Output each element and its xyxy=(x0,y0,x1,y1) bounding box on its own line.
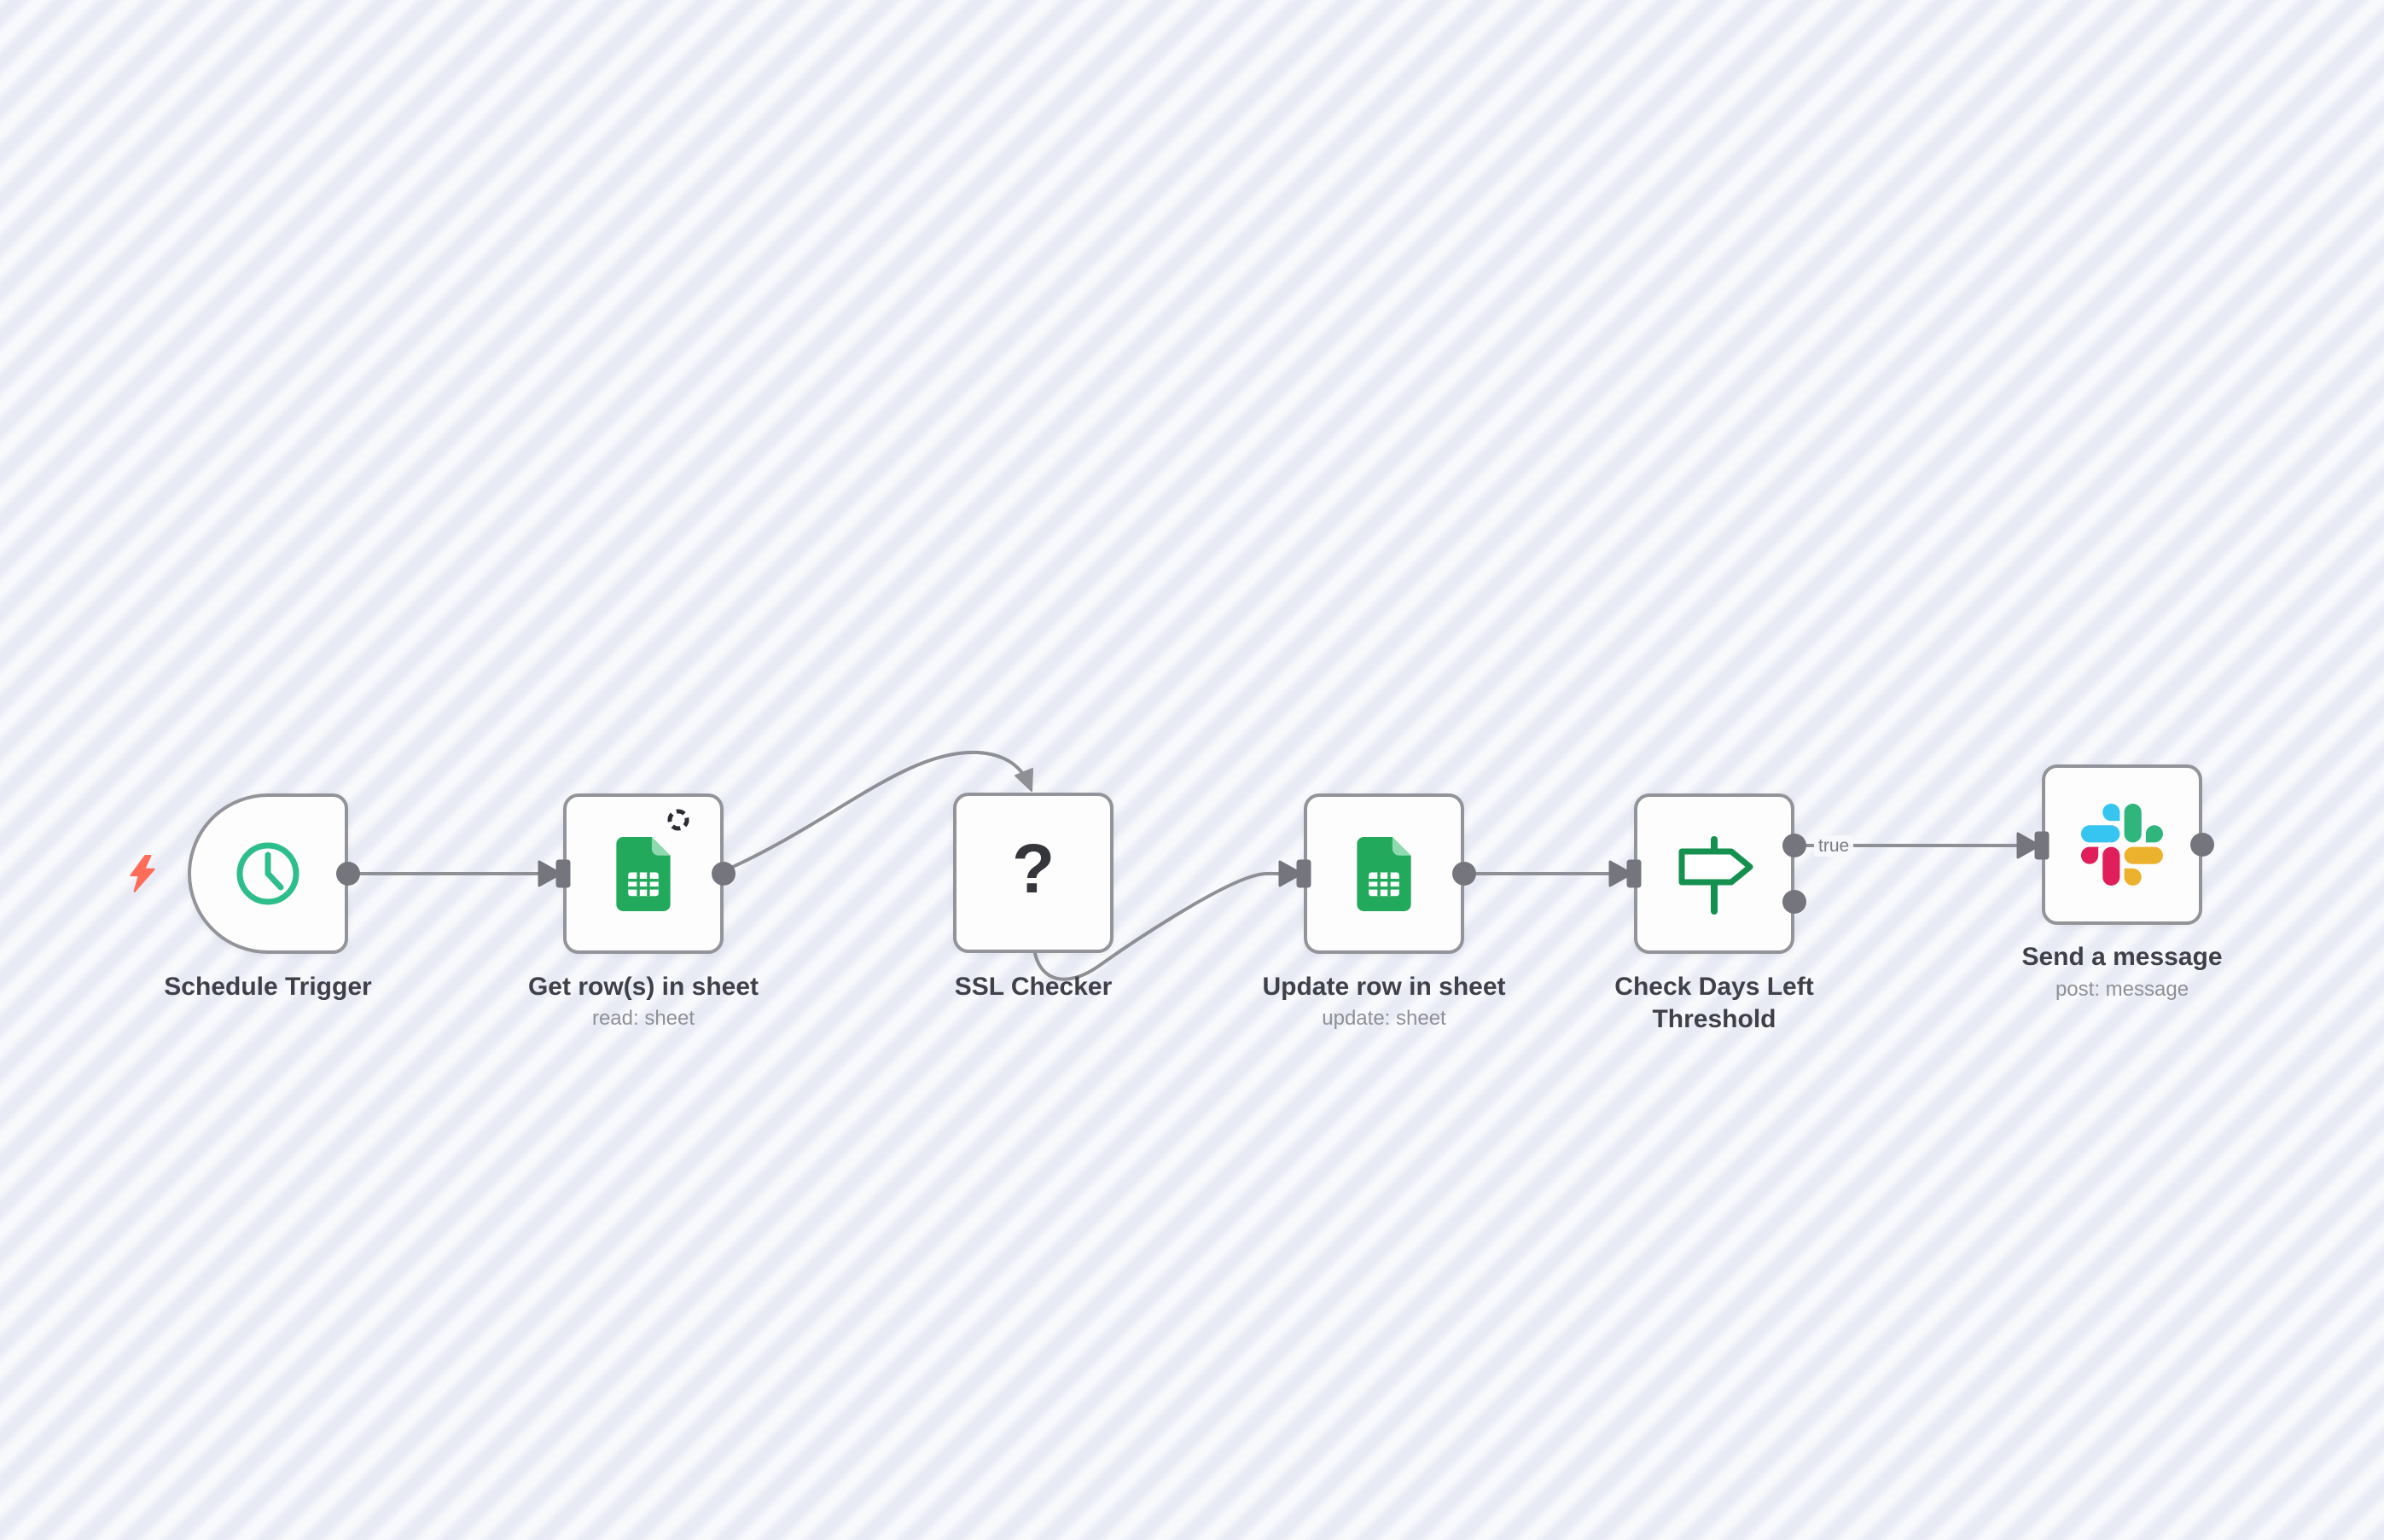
output-port-update-row[interactable] xyxy=(1452,862,1476,886)
google-sheets-icon xyxy=(1357,836,1411,911)
input-port-get-rows[interactable] xyxy=(538,859,571,888)
input-port-send-a-message[interactable] xyxy=(2016,831,2050,860)
node-subtitle-update-row: update: sheet xyxy=(1322,1007,1446,1030)
input-port-check-days[interactable] xyxy=(1608,859,1642,888)
output-port-schedule-trigger[interactable] xyxy=(336,862,360,886)
node-label-check-days: Check Days Left Threshold xyxy=(1614,973,1814,1033)
output-port-check-days-true[interactable] xyxy=(1782,834,1806,857)
slack-icon xyxy=(2081,804,2163,886)
signpost-icon xyxy=(1678,836,1753,915)
node-label-ssl-checker: SSL Checker xyxy=(954,973,1113,1001)
google-sheets-icon xyxy=(616,836,671,911)
clock-icon xyxy=(236,842,299,905)
dashed-circle-icon xyxy=(667,809,689,835)
output-port-check-days-false[interactable] xyxy=(1782,890,1806,914)
node-get-rows-in-sheet[interactable] xyxy=(563,793,724,954)
connection-label-true: true xyxy=(1814,835,1854,857)
node-label-schedule-trigger: Schedule Trigger xyxy=(164,973,372,1001)
output-port-get-rows[interactable] xyxy=(712,862,736,886)
lightning-bolt-icon xyxy=(127,854,158,898)
node-label-get-rows: Get row(s) in sheet xyxy=(527,973,759,1001)
question-mark-icon: ? xyxy=(1011,830,1055,908)
node-label-send-a-message: Send a message xyxy=(2021,943,2223,971)
input-port-update-row[interactable] xyxy=(1278,859,1311,888)
node-send-a-message[interactable] xyxy=(2042,764,2202,925)
node-schedule-trigger[interactable] xyxy=(188,793,348,954)
node-check-days-left-threshold[interactable] xyxy=(1634,793,1794,954)
connection-sslchecker-to-updaterow[interactable] xyxy=(1032,871,1282,981)
node-label-update-row: Update row in sheet xyxy=(1262,973,1506,1001)
node-subtitle-get-rows: read: sheet xyxy=(591,1007,695,1030)
node-update-row-in-sheet[interactable] xyxy=(1304,793,1464,954)
arrowhead-down-icon xyxy=(1015,768,1033,792)
connection-getrows-to-sslchecker[interactable] xyxy=(724,750,1031,872)
node-subtitle-send-a-message: post: message xyxy=(2055,978,2189,1001)
output-port-send-a-message[interactable] xyxy=(2190,833,2214,857)
node-ssl-checker[interactable]: ? xyxy=(953,793,1114,953)
